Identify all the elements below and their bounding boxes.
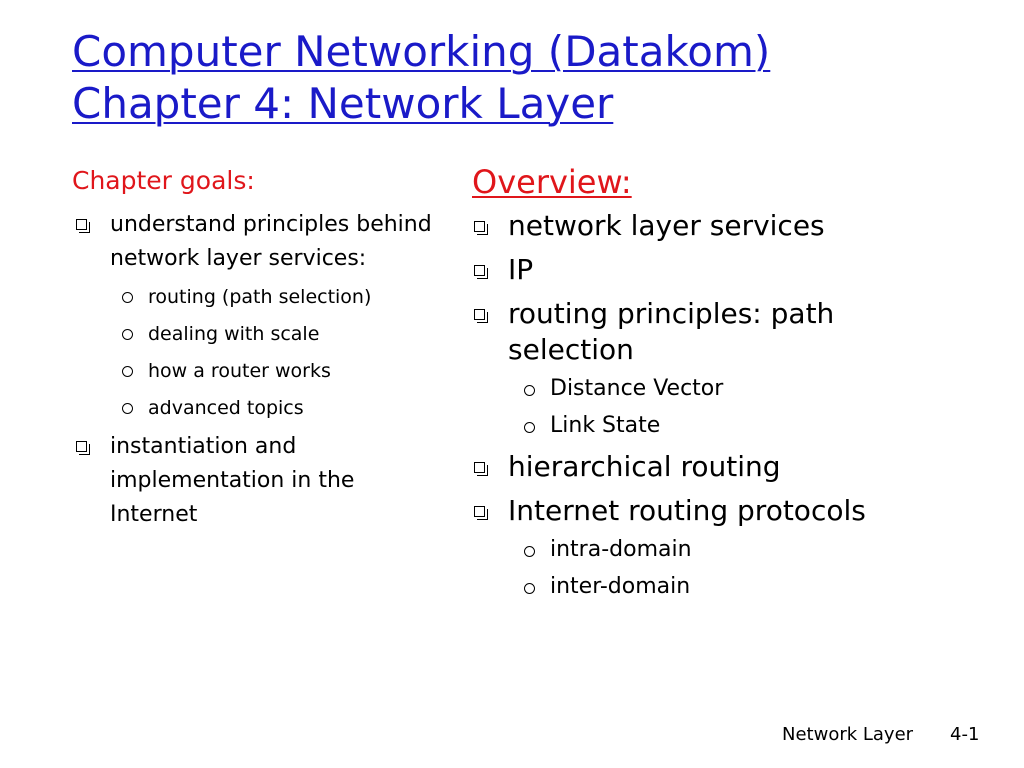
list-item: Link State bbox=[522, 411, 950, 441]
chapter-goals-column: understand principles behind network lay… bbox=[72, 208, 447, 538]
chapter-goals-heading: Chapter goals: bbox=[72, 166, 255, 195]
goal-item-text: understand principles behind network lay… bbox=[110, 212, 432, 271]
overview-list: network layer services IP routing princi… bbox=[470, 208, 950, 602]
overview-subitem-text: Distance Vector bbox=[550, 376, 724, 401]
goal-subitem-text: advanced topics bbox=[148, 397, 304, 419]
list-item: network layer services bbox=[470, 208, 950, 244]
square-bullet-icon bbox=[474, 462, 488, 476]
overview-heading: Overview: bbox=[472, 163, 632, 201]
list-item: routing (path selection) bbox=[120, 282, 447, 312]
overview-subitem-text: inter-domain bbox=[550, 574, 691, 599]
list-item: instantiation and implementation in the … bbox=[72, 430, 447, 532]
list-item: advanced topics bbox=[120, 393, 447, 423]
circle-bullet-icon bbox=[524, 422, 535, 433]
slide-title: Computer Networking (Datakom) Chapter 4:… bbox=[72, 26, 1002, 130]
circle-bullet-icon bbox=[524, 385, 535, 396]
overview-item-text: hierarchical routing bbox=[508, 450, 781, 483]
slide-number: 4-1 bbox=[950, 724, 980, 745]
square-bullet-icon bbox=[474, 506, 488, 520]
circle-bullet-icon bbox=[122, 292, 133, 303]
overview-column: network layer services IP routing princi… bbox=[470, 208, 950, 610]
list-item: hierarchical routing bbox=[470, 449, 950, 485]
goal-subitem-text: how a router works bbox=[148, 360, 331, 382]
title-line-2: Chapter 4: Network Layer bbox=[72, 79, 614, 128]
square-bullet-icon bbox=[76, 219, 90, 233]
overview-sublist: Distance Vector Link State bbox=[522, 374, 950, 441]
square-bullet-icon bbox=[474, 309, 488, 323]
footer-label: Network Layer bbox=[782, 724, 914, 745]
goal-item-text: instantiation and implementation in the … bbox=[110, 434, 355, 527]
overview-sublist: intra-domain inter-domain bbox=[522, 535, 950, 602]
list-item: Internet routing protocols intra-domain … bbox=[470, 493, 950, 602]
circle-bullet-icon bbox=[524, 546, 535, 557]
chapter-goals-list: understand principles behind network lay… bbox=[72, 208, 447, 532]
overview-item-text: Internet routing protocols bbox=[508, 494, 866, 527]
goal-sublist: routing (path selection) dealing with sc… bbox=[120, 282, 447, 423]
list-item: inter-domain bbox=[522, 572, 950, 602]
square-bullet-icon bbox=[76, 441, 90, 455]
goal-subitem-text: routing (path selection) bbox=[148, 286, 372, 308]
title-line-1: Computer Networking (Datakom) bbox=[72, 27, 771, 76]
overview-subitem-text: Link State bbox=[550, 413, 661, 438]
circle-bullet-icon bbox=[122, 366, 133, 377]
overview-item-text: routing principles: path selection bbox=[508, 297, 835, 366]
circle-bullet-icon bbox=[524, 583, 535, 594]
square-bullet-icon bbox=[474, 265, 488, 279]
list-item: intra-domain bbox=[522, 535, 950, 565]
circle-bullet-icon bbox=[122, 403, 133, 414]
list-item: routing principles: path selection Dista… bbox=[470, 296, 950, 441]
list-item: IP bbox=[470, 252, 950, 288]
list-item: understand principles behind network lay… bbox=[72, 208, 447, 423]
square-bullet-icon bbox=[474, 221, 488, 235]
overview-item-text: network layer services bbox=[508, 209, 825, 242]
list-item: dealing with scale bbox=[120, 319, 447, 349]
goal-subitem-text: dealing with scale bbox=[148, 323, 320, 345]
list-item: Distance Vector bbox=[522, 374, 950, 404]
overview-item-text: IP bbox=[508, 253, 534, 286]
overview-subitem-text: intra-domain bbox=[550, 537, 692, 562]
list-item: how a router works bbox=[120, 356, 447, 386]
circle-bullet-icon bbox=[122, 329, 133, 340]
